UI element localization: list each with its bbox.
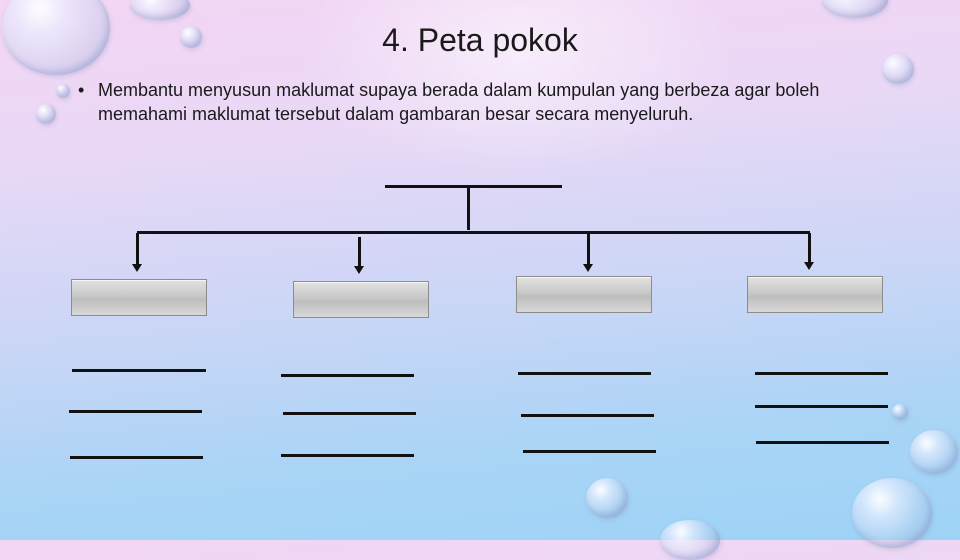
- water-drop-decoration: [180, 26, 202, 48]
- arrow-head-2: [354, 266, 364, 274]
- arrow-head-4: [804, 262, 814, 270]
- detail-line: [521, 414, 654, 417]
- water-drop-decoration: [660, 520, 720, 560]
- detail-line: [518, 372, 651, 375]
- branch-arrow-1: [136, 233, 139, 265]
- water-drop-decoration: [852, 478, 932, 548]
- detail-line: [70, 456, 203, 459]
- slide-title: 4. Peta pokok: [382, 22, 578, 58]
- arrow-head-3: [583, 264, 593, 272]
- branch-box-3: [516, 276, 652, 313]
- arrow-head-1: [132, 264, 142, 272]
- bullet-point: • Membantu menyusun maklumat supaya bera…: [78, 78, 868, 126]
- branch-box-2: [293, 281, 429, 318]
- root-stem: [467, 188, 470, 230]
- detail-line: [281, 374, 414, 377]
- detail-line: [523, 450, 656, 453]
- branch-arrow-3: [587, 233, 590, 265]
- water-drop-decoration: [892, 404, 908, 420]
- water-drop-decoration: [2, 0, 110, 75]
- water-drop-decoration: [586, 478, 628, 518]
- bullet-marker: •: [78, 80, 85, 100]
- detail-line: [755, 372, 888, 375]
- branch-box-4: [747, 276, 883, 313]
- root-line: [385, 185, 562, 188]
- water-drop-decoration: [910, 430, 958, 474]
- branch-connector: [137, 231, 810, 234]
- water-drop-decoration: [56, 84, 70, 98]
- detail-line: [69, 410, 202, 413]
- detail-line: [281, 454, 414, 457]
- water-drop-decoration: [36, 104, 56, 124]
- branch-arrow-4: [808, 233, 811, 263]
- water-drop-decoration: [882, 54, 914, 84]
- detail-line: [755, 405, 888, 408]
- detail-line: [283, 412, 416, 415]
- branch-arrow-2: [358, 237, 361, 267]
- branch-box-1: [71, 279, 207, 316]
- water-drop-decoration: [130, 0, 190, 20]
- detail-line: [756, 441, 889, 444]
- water-drop-decoration: [822, 0, 888, 18]
- detail-line: [72, 369, 206, 372]
- bullet-text: Membantu menyusun maklumat supaya berada…: [98, 80, 820, 124]
